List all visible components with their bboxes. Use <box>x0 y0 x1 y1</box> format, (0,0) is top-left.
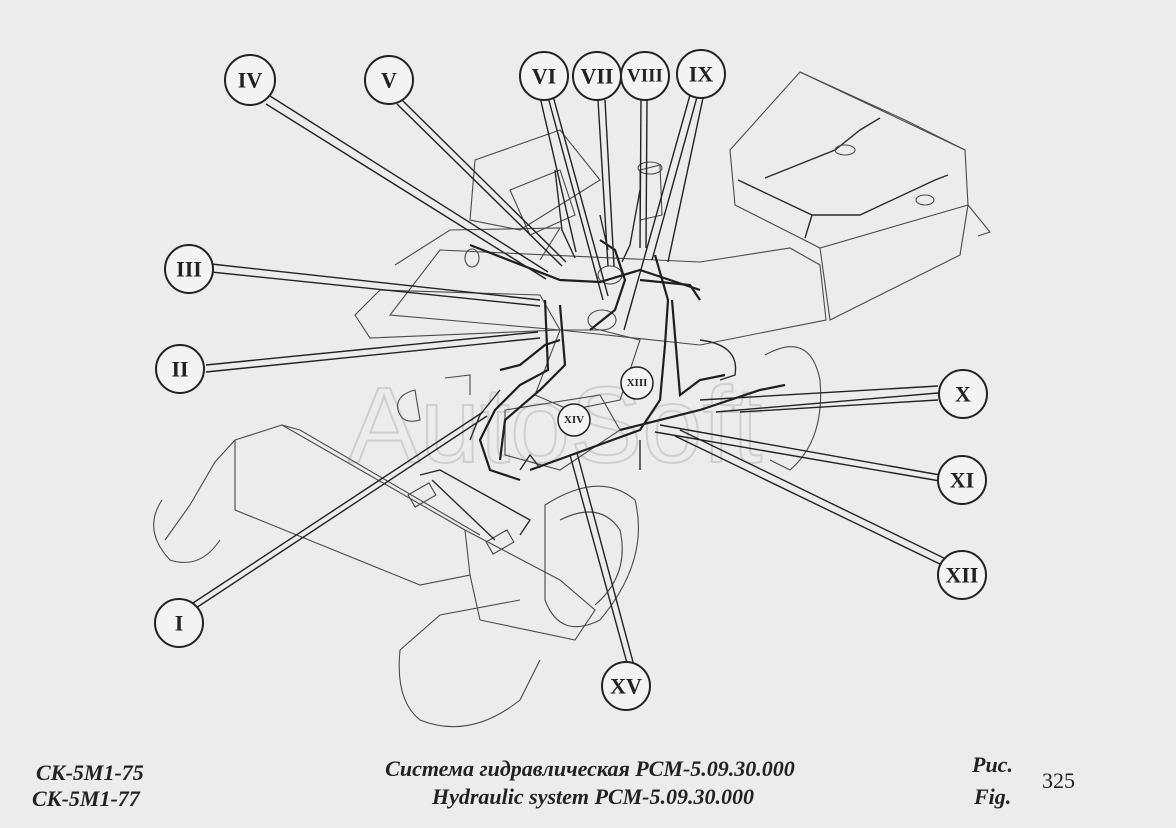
leader-I <box>192 411 488 609</box>
callout-IV-label: IV <box>238 68 263 93</box>
leader-IV <box>265 95 549 280</box>
leader-IX <box>623 94 704 331</box>
callout-XI-label: XI <box>950 468 974 493</box>
leader-VI <box>539 95 609 301</box>
callout-IX-label: IX <box>689 62 714 87</box>
callout-IX: IX <box>676 49 726 99</box>
callout-V: V <box>364 55 414 105</box>
leader-XV <box>569 452 634 664</box>
callout-VI: VI <box>519 51 569 101</box>
callout-XI: XI <box>937 455 987 505</box>
callout-XIII-label: XIII <box>627 377 648 389</box>
callout-VII-label: VII <box>580 64 613 89</box>
callout-II-label: II <box>171 357 188 382</box>
callout-XIV: XIV <box>557 403 591 437</box>
callout-XIV-label: XIV <box>564 414 584 426</box>
callout-I: I <box>154 598 204 648</box>
callout-XII-label: XII <box>945 563 978 588</box>
callout-XII: XII <box>937 550 987 600</box>
callout-VIII: VIII <box>620 51 670 101</box>
callout-V-label: V <box>381 68 397 93</box>
callout-VI-label: VI <box>532 64 556 89</box>
callout-IV: IV <box>224 54 276 106</box>
model-code-line-1: СК-5М1-75 <box>36 760 144 785</box>
leader-V <box>396 99 567 267</box>
callout-II: II <box>155 344 205 394</box>
callout-XIII: XIII <box>620 366 654 400</box>
figure-title-russian: Система гидравлическая РСМ-5.09.30.000 <box>385 756 795 781</box>
callout-X: X <box>938 369 988 419</box>
combine-harvester-drawing <box>153 71 991 728</box>
figure-label-russian: Рис. <box>972 752 1013 777</box>
leader-XII <box>674 429 949 567</box>
leader-lines <box>192 94 949 664</box>
callouts: I II III IV V VI VII VIII <box>154 49 988 711</box>
figure-title-english: Hydraulic system РСМ-5.09.30.000 <box>431 784 755 809</box>
callout-X-label: X <box>955 382 971 407</box>
figure-label-english: Fig. <box>974 784 1012 809</box>
callout-XV-label: XV <box>610 674 642 699</box>
model-code-line-2: СК-5М1-77 <box>32 786 140 811</box>
callout-III-label: III <box>176 257 202 282</box>
callout-XV: XV <box>601 661 651 711</box>
callout-I-label: I <box>175 611 184 636</box>
callout-VII: VII <box>572 51 622 101</box>
callout-III: III <box>164 244 214 294</box>
leader-VIII <box>639 99 648 249</box>
leader-X <box>699 385 939 413</box>
callout-VIII-label: VIII <box>627 66 663 87</box>
leader-VII <box>597 99 615 267</box>
leader-III <box>210 263 541 307</box>
figure-number: 325 <box>1042 768 1075 793</box>
leader-II <box>205 331 541 373</box>
